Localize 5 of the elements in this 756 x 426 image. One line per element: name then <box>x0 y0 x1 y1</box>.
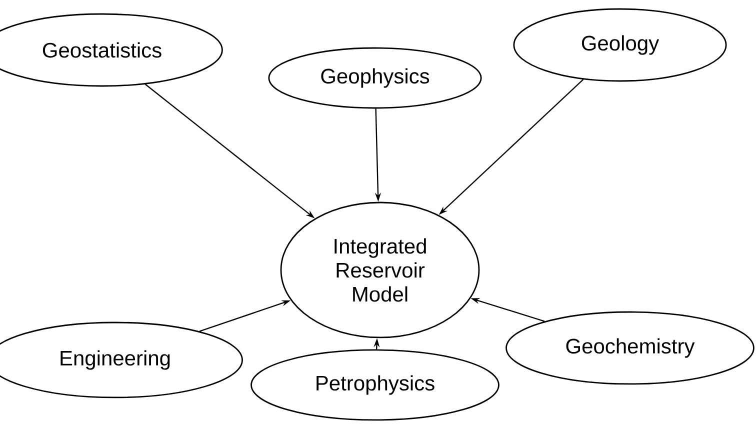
ellipse-node: Geology <box>513 8 727 82</box>
ellipse-node: Integrated Reservoir Model <box>280 202 480 338</box>
ellipse-node: Geochemistry <box>506 311 754 385</box>
ellipse-node: Petrophysics <box>250 349 500 421</box>
ellipse-node: Geophysics <box>268 47 482 109</box>
